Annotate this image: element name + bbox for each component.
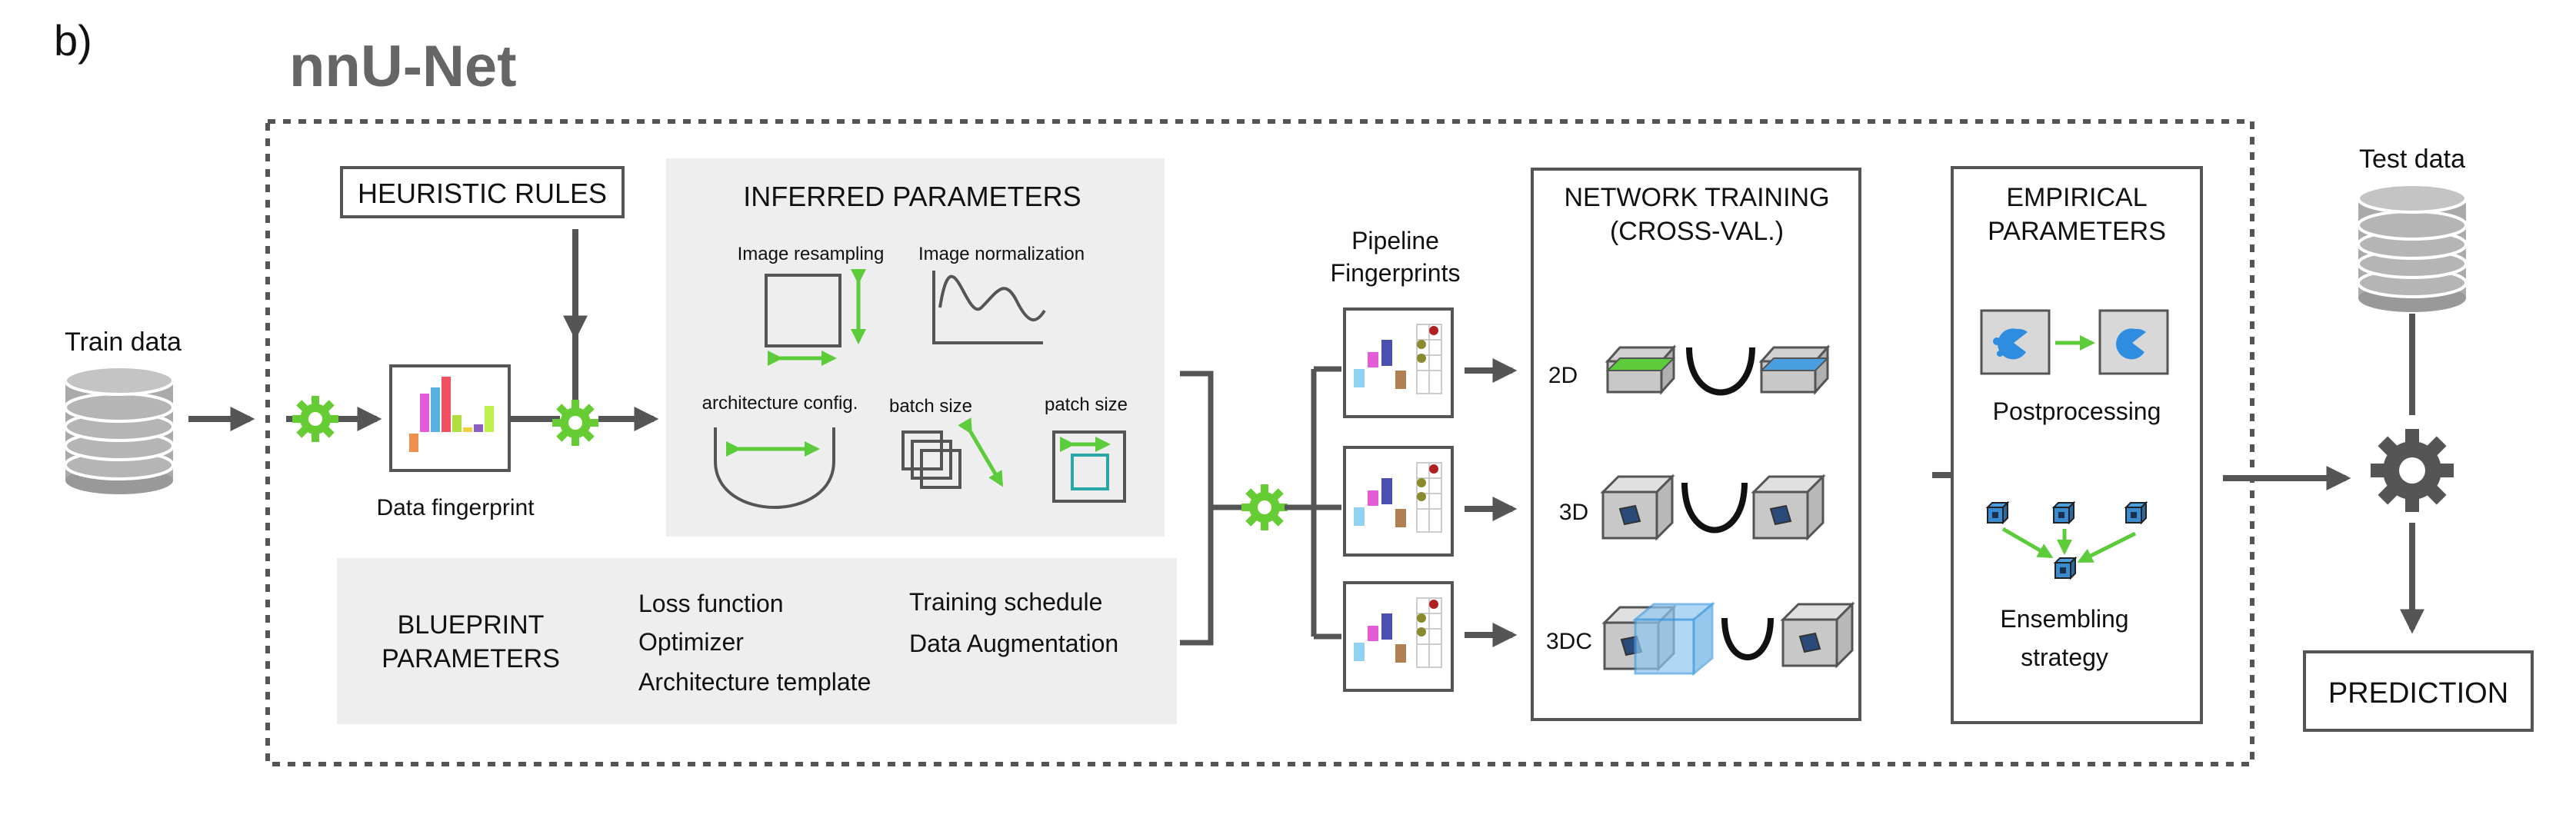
patch-icon bbox=[1052, 430, 1126, 503]
data-fingerprint-label: Data fingerprint bbox=[376, 495, 535, 520]
row-label-3d: 3D bbox=[1559, 500, 1588, 525]
heuristic-rules-label: HEURISTIC RULES bbox=[358, 178, 607, 209]
train-database-icon bbox=[64, 365, 175, 496]
prediction-label: PREDICTION bbox=[2328, 677, 2508, 710]
3dc-cascade-icon bbox=[1603, 601, 1854, 676]
3d-cubes-icon bbox=[1601, 475, 1825, 540]
pipeline-label-line2: Fingerprints bbox=[1331, 259, 1461, 287]
pipeline-fingerprint-2d bbox=[1343, 307, 1454, 418]
blueprint-parameters-panel bbox=[337, 558, 1177, 724]
architecture-template-label: Architecture template bbox=[638, 668, 871, 696]
heuristic-rules-box bbox=[340, 166, 625, 218]
empirical-parameters-box bbox=[1951, 166, 2203, 724]
gear-icon bbox=[2371, 429, 2454, 512]
loss-function-label: Loss function bbox=[638, 590, 784, 617]
data-fingerprint-icon bbox=[389, 364, 511, 472]
architecture-icon bbox=[714, 427, 835, 509]
inferred-parameters-title: INFERRED PARAMETERS bbox=[743, 181, 1081, 212]
pipeline-split-lines bbox=[1311, 366, 1341, 640]
pipeline-fingerprint-3d bbox=[1343, 446, 1454, 557]
diagram-title: nnU-Net bbox=[289, 34, 517, 99]
batch-size-label: batch size bbox=[889, 396, 972, 417]
row-label-3dc: 3DC bbox=[1546, 629, 1592, 654]
empirical-title-line1: EMPIRICAL bbox=[2006, 183, 2147, 212]
merge-bracket bbox=[1180, 371, 1214, 646]
panel-label: b) bbox=[54, 16, 92, 65]
blueprint-title-line1: BLUEPRINT bbox=[398, 610, 545, 640]
2d-slices-icon bbox=[1605, 344, 1831, 396]
row-label-2d: 2D bbox=[1548, 363, 1578, 388]
network-training-title-line1: NETWORK TRAINING bbox=[1564, 183, 1829, 212]
network-training-title-line2: (CROSS-VAL.) bbox=[1610, 217, 1784, 246]
blueprint-title-line2: PARAMETERS bbox=[382, 644, 560, 673]
gear-icon bbox=[292, 396, 338, 442]
optimizer-label: Optimizer bbox=[638, 628, 744, 656]
image-resampling-label: Image resampling bbox=[738, 244, 885, 264]
pipeline-fingerprint-3dc bbox=[1343, 581, 1454, 692]
architecture-config-label: architecture config. bbox=[702, 393, 858, 414]
training-schedule-label: Training schedule bbox=[909, 588, 1102, 616]
test-database-icon bbox=[2357, 183, 2468, 314]
inferred-parameters-panel bbox=[666, 158, 1165, 537]
ensembling-label-line1: Ensembling bbox=[2000, 605, 2128, 633]
normalization-icon bbox=[932, 271, 1046, 344]
gear-icon bbox=[552, 400, 598, 446]
postprocessing-icon bbox=[1980, 309, 2169, 375]
batch-icon bbox=[901, 417, 1004, 489]
gear-icon bbox=[1241, 484, 1288, 530]
train-data-label: Train data bbox=[65, 327, 182, 357]
resampling-icon bbox=[765, 269, 866, 366]
nnunet-frame bbox=[265, 119, 2254, 766]
test-data-label: Test data bbox=[2359, 145, 2465, 174]
empirical-title-line2: PARAMETERS bbox=[1988, 217, 2166, 246]
ensembling-label-line2: strategy bbox=[2021, 643, 2108, 671]
ensembling-icon bbox=[1987, 502, 2147, 579]
postprocessing-label: Postprocessing bbox=[1993, 397, 2161, 425]
image-normalization-label: Image normalization bbox=[918, 244, 1085, 264]
patch-size-label: patch size bbox=[1045, 394, 1128, 415]
prediction-box bbox=[2303, 650, 2534, 732]
data-augmentation-label: Data Augmentation bbox=[909, 630, 1118, 657]
pipeline-label-line1: Pipeline bbox=[1351, 227, 1439, 254]
